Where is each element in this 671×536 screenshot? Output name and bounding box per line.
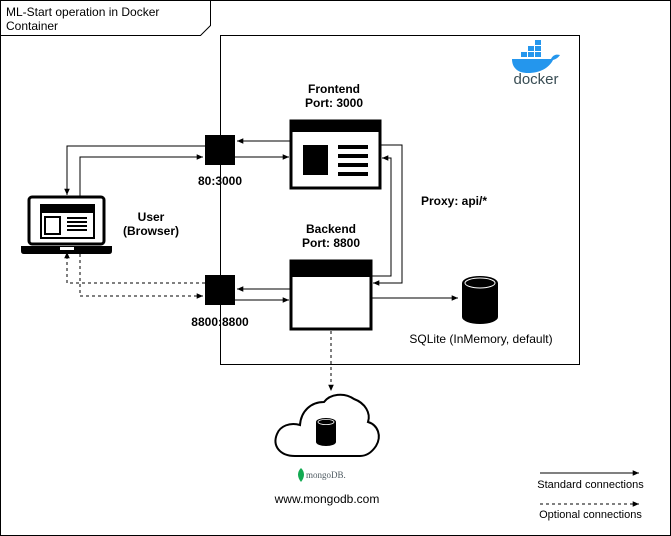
conn-user-to-port8800 xyxy=(79,254,203,299)
proxy-label: Proxy: api/* xyxy=(420,194,488,208)
mongodb-url: www.mongodb.com xyxy=(274,492,380,506)
sqlite-database-icon xyxy=(462,276,498,324)
frontend-name: Frontend xyxy=(308,82,360,96)
conn-backend-to-frontend xyxy=(371,155,392,277)
conn-user-to-port80 xyxy=(79,154,203,197)
port-mapping-backend: 8800:8800 xyxy=(191,315,249,329)
sqlite-label: SQLite (InMemory, default) xyxy=(409,332,553,346)
legend-optional-label: Optional connections xyxy=(539,509,642,521)
frontend-port: Port: 3000 xyxy=(304,96,364,110)
port-8800-8800-box xyxy=(205,275,235,305)
docker-whale-icon xyxy=(512,40,560,73)
laptop-icon xyxy=(21,195,112,254)
mongodb-logo-text: mongoDB. xyxy=(306,470,346,480)
conn-frontend-proxy-to-backend xyxy=(373,144,403,286)
title-tab xyxy=(0,0,211,36)
docker-container-box xyxy=(220,35,580,365)
user-name: User xyxy=(137,210,165,224)
user-client: (Browser) xyxy=(122,224,179,238)
mongodb-leaf-icon xyxy=(298,468,304,482)
conn-port80-to-user xyxy=(64,145,205,195)
backend-name: Backend xyxy=(305,222,357,236)
conn-port8800-to-user xyxy=(64,252,205,284)
port-mapping-frontend: 80:3000 xyxy=(197,174,243,188)
port-80-3000-box xyxy=(205,135,235,165)
legend-standard-label: Standard connections xyxy=(537,479,644,491)
docker-logo xyxy=(512,40,560,73)
backend-port: Port: 8800 xyxy=(301,236,361,250)
mongodb-cloud-icon xyxy=(274,393,380,457)
frontend-window-icon xyxy=(289,119,382,190)
backend-window-icon xyxy=(289,259,373,331)
docker-logo-text: docker xyxy=(513,71,559,88)
diagram-title: ML-Start operation in Docker Container xyxy=(6,5,160,33)
